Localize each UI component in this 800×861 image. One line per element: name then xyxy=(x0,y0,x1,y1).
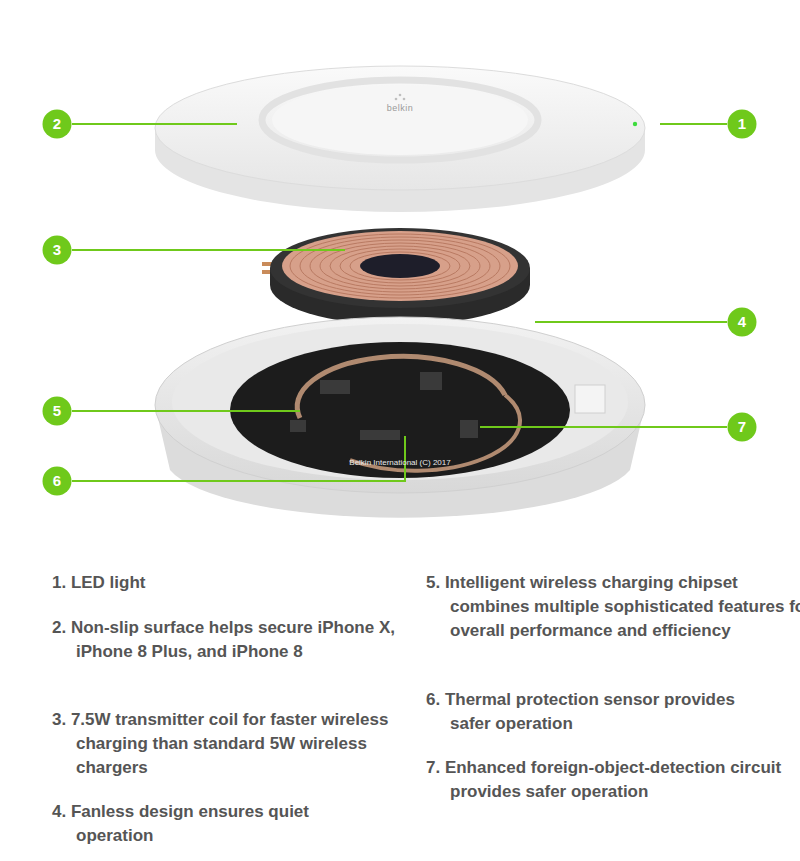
callout-label: 2 xyxy=(42,109,72,139)
feature-item: 2. Non-slip surface helps secure iPhone … xyxy=(52,616,406,664)
feature-item: 6. Thermal protection sensor provides sa… xyxy=(426,688,750,736)
board-text: Belkin International (C) 2017 xyxy=(349,458,450,467)
callout-number: 2 xyxy=(42,109,72,139)
callout-label: 3 xyxy=(42,235,72,265)
callout-number: 4 xyxy=(727,307,757,337)
callout-label: 7 xyxy=(727,412,757,442)
base-housing xyxy=(155,317,645,518)
feature-item: 4. Fanless design ensures quiet operatio… xyxy=(52,800,386,848)
callout-label: 4 xyxy=(727,307,757,337)
feature-item: 1. LED light xyxy=(52,571,436,595)
callout-label: 6 xyxy=(42,466,72,496)
callout-label: 1 xyxy=(727,109,757,139)
feature-item: 7. Enhanced foreign-object-detection cir… xyxy=(426,756,800,804)
callout-number: 1 xyxy=(727,109,757,139)
callout-number: 3 xyxy=(42,235,72,265)
feature-item: 5. Intelligent wireless charging chipset… xyxy=(426,571,800,643)
callout-number: 6 xyxy=(42,466,72,496)
feature-item: 3. 7.5W transmitter coil for faster wire… xyxy=(52,708,421,780)
callout-label: 5 xyxy=(42,396,72,426)
callout-number: 5 xyxy=(42,396,72,426)
logo-text: belkin xyxy=(387,103,414,113)
leader-lines xyxy=(72,124,727,481)
transmitter-coil xyxy=(262,228,530,325)
top-cover xyxy=(155,66,645,212)
callout-number: 7 xyxy=(727,412,757,442)
